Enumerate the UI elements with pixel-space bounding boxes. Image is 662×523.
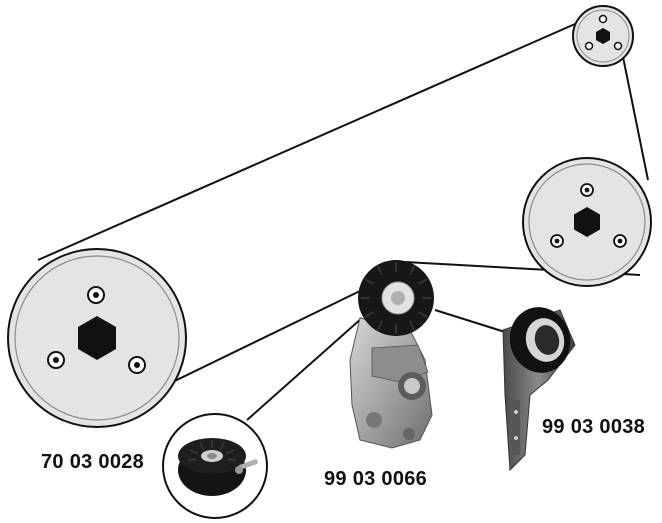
hex-hub-icon bbox=[78, 316, 116, 360]
alternator-pulley bbox=[522, 157, 652, 287]
bolt-hole-icon bbox=[613, 234, 627, 248]
bolt-hole-icon bbox=[550, 234, 564, 248]
bolt-hole-icon bbox=[598, 14, 608, 24]
bolt-hole-icon bbox=[87, 286, 105, 304]
hex-hub-icon bbox=[574, 207, 600, 237]
bolt-hole-icon bbox=[580, 183, 594, 197]
bolt-hole-icon bbox=[128, 356, 146, 374]
tensioner-assembly bbox=[349, 260, 434, 449]
idler-pulley-inset bbox=[162, 413, 268, 519]
bolt-hole-icon bbox=[584, 41, 594, 51]
top-pulley bbox=[572, 5, 634, 67]
tensioner-arm bbox=[502, 307, 576, 472]
part-number-tensioner-assembly: 99 03 0066 bbox=[324, 468, 428, 490]
part-number-tensioner-arm: 99 03 0038 bbox=[542, 416, 646, 438]
crankshaft-pulley bbox=[7, 248, 187, 428]
hex-hub-icon bbox=[596, 28, 610, 44]
part-number-idler-pulley: 70 03 0028 bbox=[41, 451, 145, 473]
bolt-hole-icon bbox=[47, 351, 65, 369]
bolt-hole-icon bbox=[613, 41, 623, 51]
leader-lines bbox=[246, 309, 506, 421]
